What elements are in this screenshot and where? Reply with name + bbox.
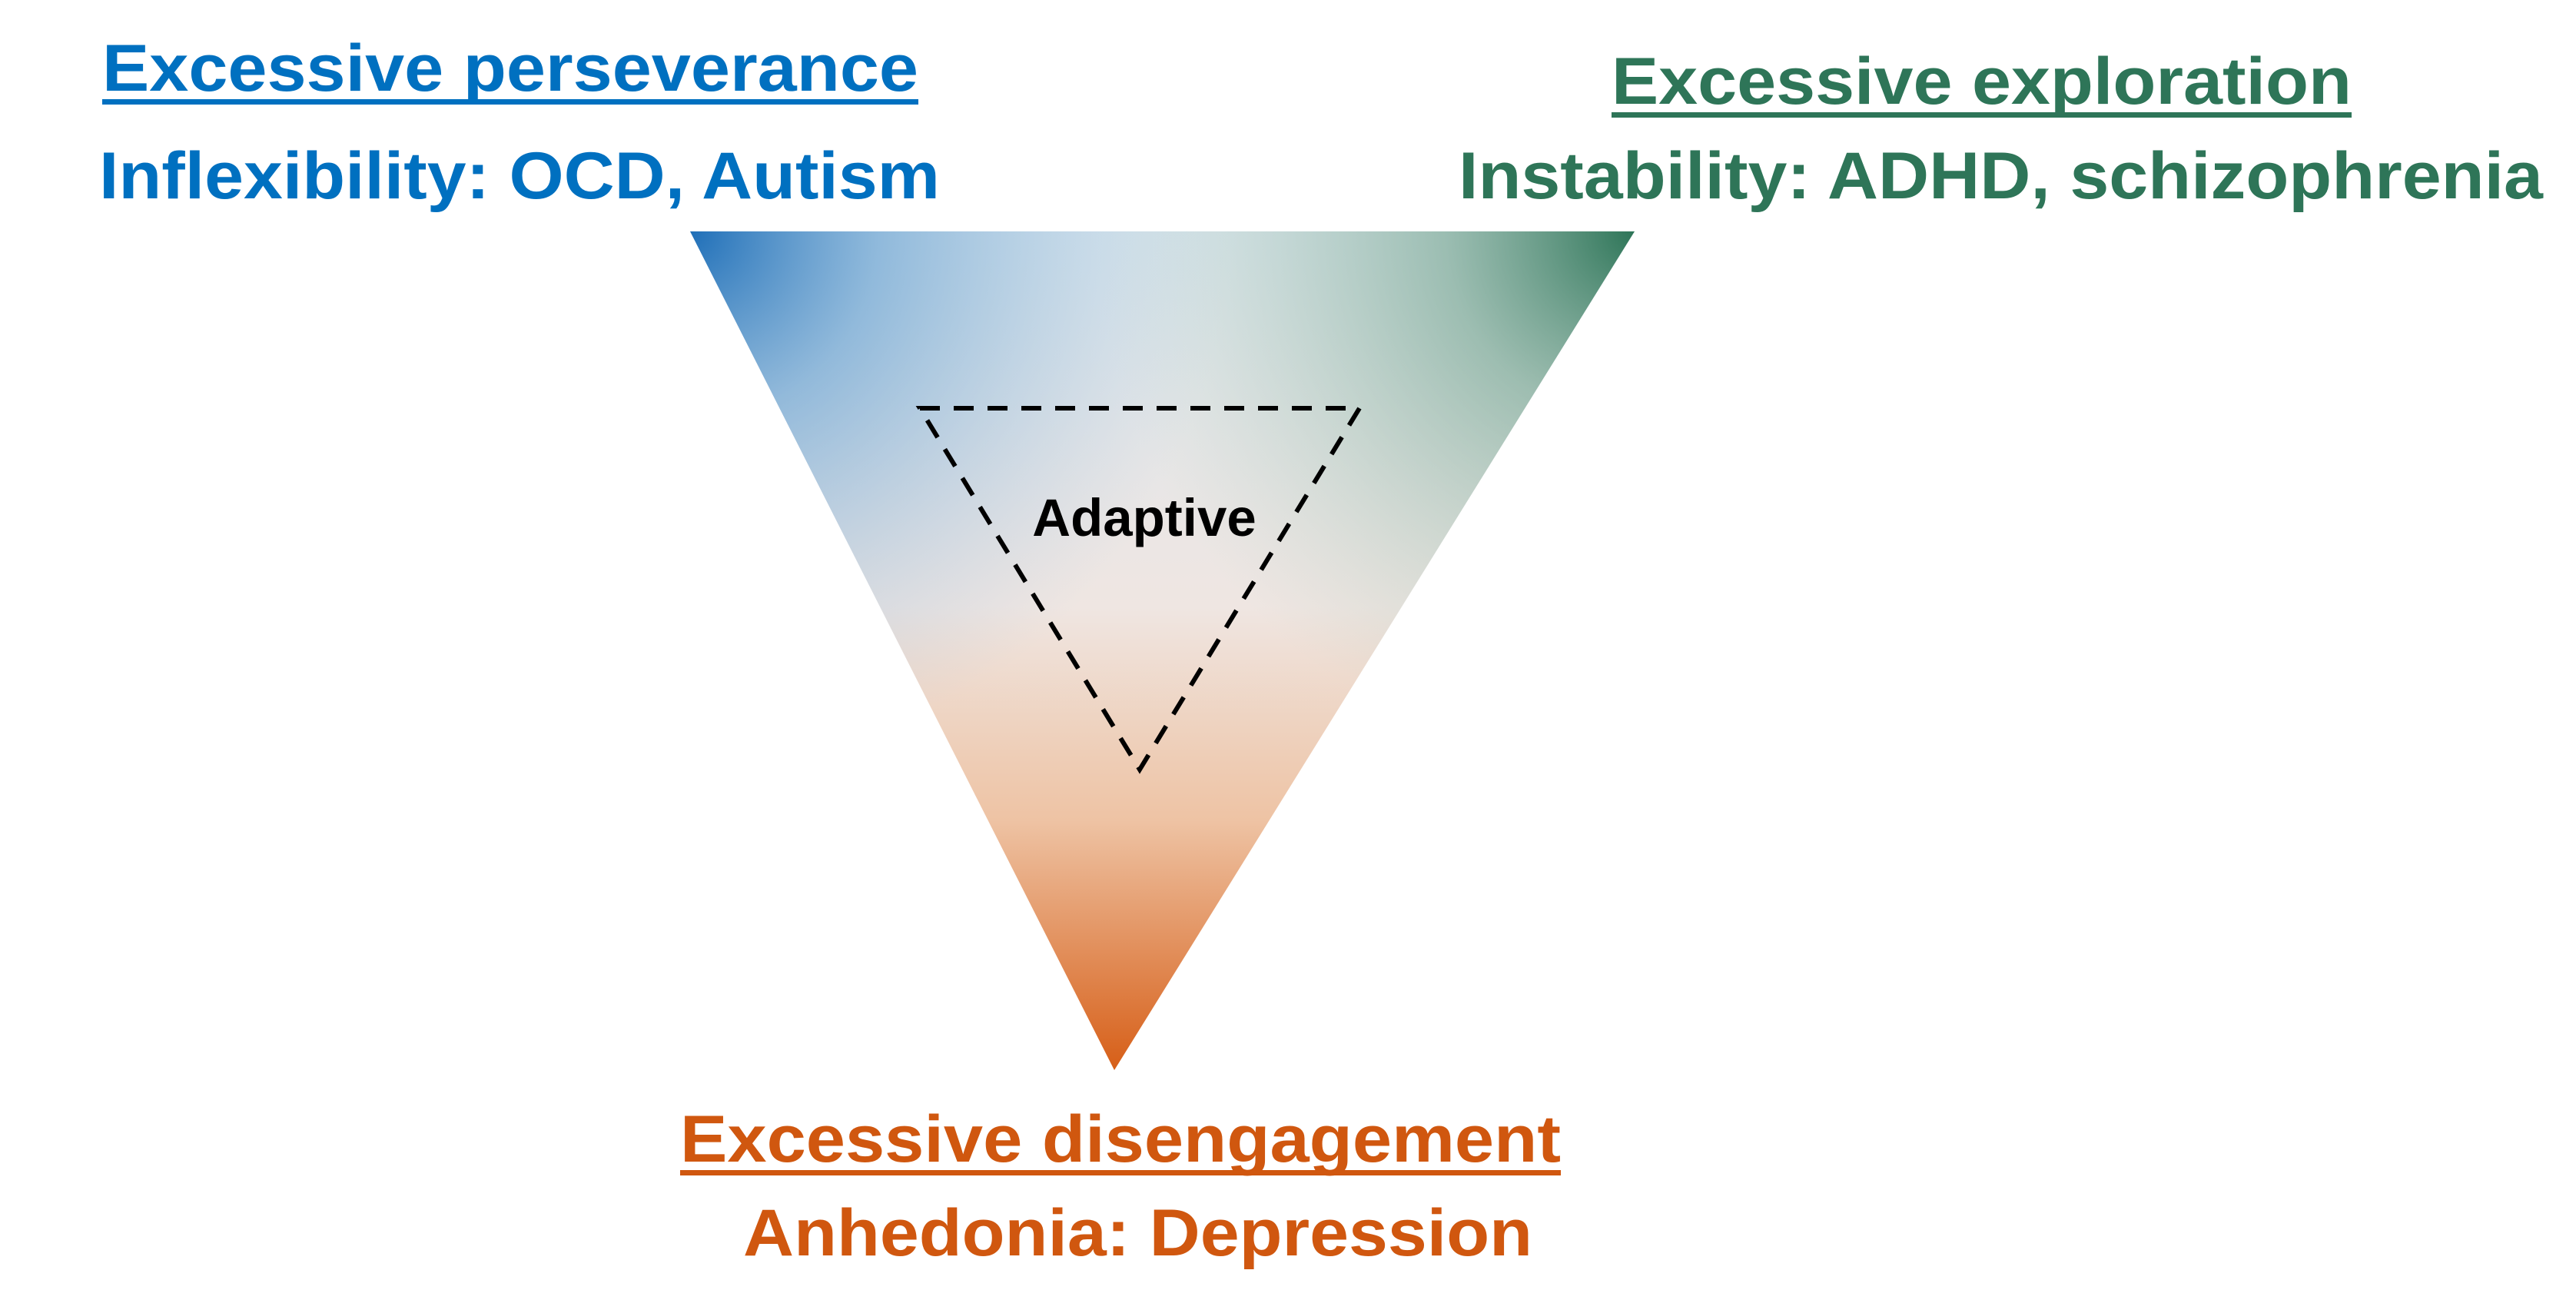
exploration-title: Excessive exploration	[1612, 45, 2352, 118]
disengagement-title: Excessive disengagement	[680, 1102, 1561, 1176]
disengagement-subtitle: Anhedonia: Depression	[743, 1196, 1532, 1270]
perseverance-underline	[102, 99, 918, 105]
exploration-underline	[1612, 112, 2352, 118]
exploration-subtitle: Instability: ADHD, schizophrenia	[1459, 139, 2544, 213]
outer-triangle	[690, 231, 1635, 1070]
adaptive-label: Adaptive	[1032, 488, 1256, 547]
adaptive-dashed-triangle	[915, 406, 1364, 774]
disengagement-underline	[680, 1170, 1561, 1175]
perseverance-title: Excessive perseverance	[102, 32, 918, 105]
perseverance-subtitle: Inflexibility: OCD, Autism	[99, 139, 940, 213]
